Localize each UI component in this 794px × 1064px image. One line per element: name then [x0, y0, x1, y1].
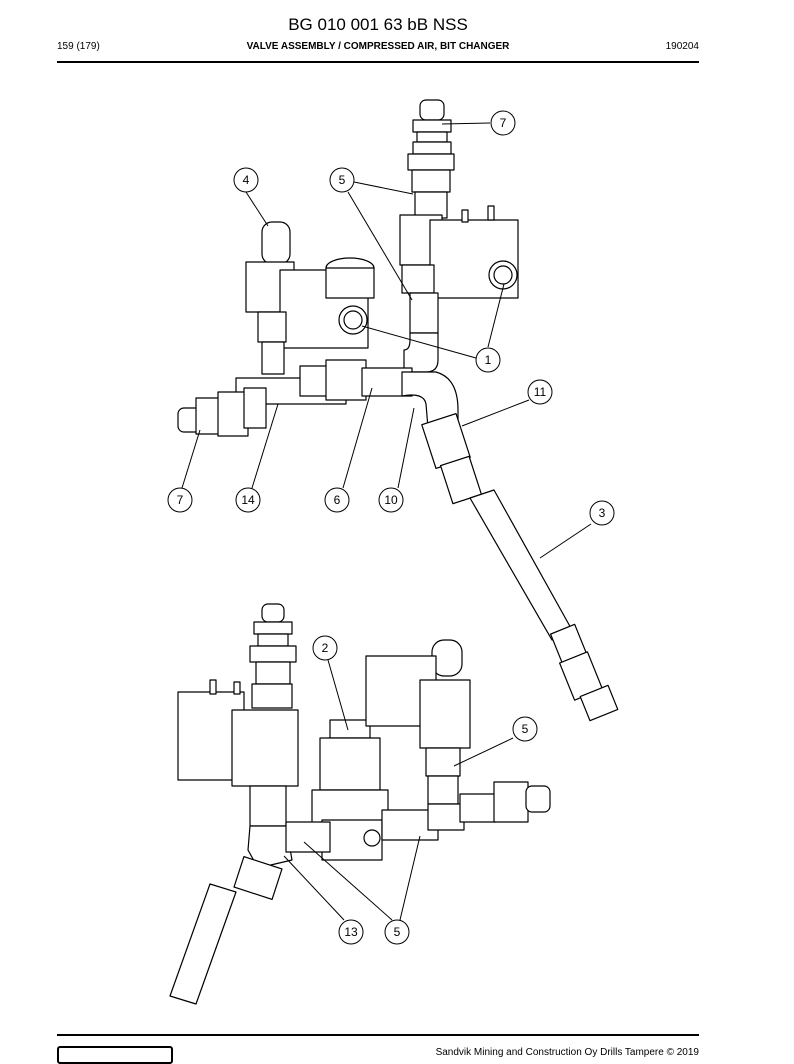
callout-circle: [475, 347, 501, 373]
section-title: VALVE ASSEMBLY / COMPRESSED AIR, BIT CHA…: [246, 41, 510, 52]
callout-circle: [589, 500, 615, 526]
callout-10: 10: [384, 493, 398, 507]
callout-5-lower: 5: [394, 925, 401, 939]
document-date: 190204: [665, 41, 699, 52]
document-title: BG 010 001 63 bB NSS: [288, 15, 468, 34]
callout-1: 1: [485, 353, 492, 367]
callout-3: 3: [599, 506, 606, 520]
callout-circle: [512, 716, 538, 742]
callout-circle: [527, 379, 553, 405]
callout-2: 2: [322, 641, 329, 655]
lower-assembly: [169, 603, 551, 1005]
sandvik-logo: [57, 1046, 173, 1064]
callout-circle: [384, 919, 410, 945]
upper-assembly: [177, 99, 619, 722]
callout-7-top: 7: [500, 116, 507, 130]
callout-circle: [312, 635, 338, 661]
callout-6: 6: [334, 493, 341, 507]
callout-11: 11: [534, 385, 547, 399]
header-rule: [57, 61, 699, 63]
callout-circle: [324, 487, 350, 513]
leader-lines: [181, 122, 592, 921]
callout-5-right: 5: [522, 722, 529, 736]
callout-circle: [329, 167, 355, 193]
page-number: 159 (179): [57, 41, 100, 52]
callout-labels: 7 4 5 1 11 7 14 6 10 3 2 5 13 5: [177, 116, 606, 939]
callout-circle: [167, 487, 193, 513]
callout-circle: [235, 487, 261, 513]
callout-circle: [233, 167, 259, 193]
callout-13: 13: [344, 925, 358, 939]
callout-7-left: 7: [177, 493, 184, 507]
callout-circle: [378, 487, 404, 513]
callout-14: 14: [241, 493, 255, 507]
callout-5-upper: 5: [339, 173, 346, 187]
callout-circles: [167, 110, 615, 945]
callout-circle: [338, 919, 364, 945]
footer-rule: [57, 1034, 699, 1036]
callout-circle: [490, 110, 516, 136]
callout-4: 4: [243, 173, 250, 187]
header-row: 159 (179) VALVE ASSEMBLY / COMPRESSED AI…: [57, 41, 699, 55]
